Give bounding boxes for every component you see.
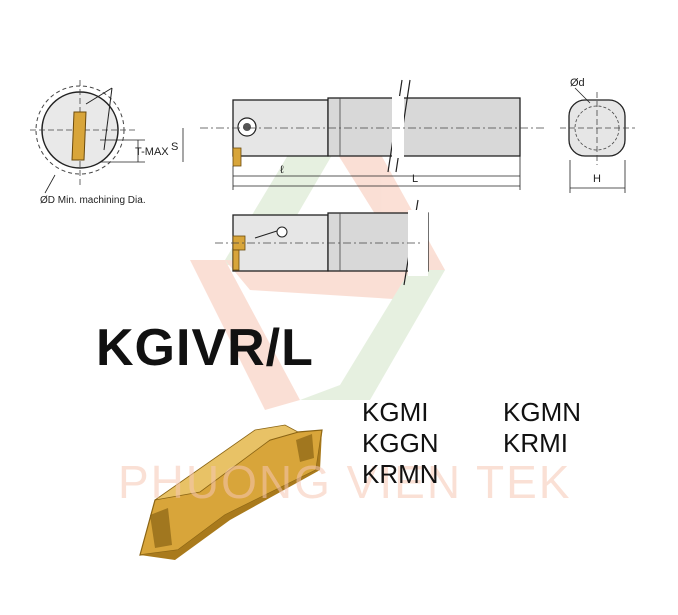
side-view-top [182, 79, 545, 190]
s-label: S [171, 141, 178, 153]
insert-code-kgmi: KGMI [362, 397, 429, 427]
watermark-text: PHUONG VIEN TEK [118, 456, 572, 508]
insert-code-kgmn: KGMN [503, 397, 581, 427]
insert-code-krmn: KRMN [362, 459, 439, 489]
l-large-label: L [412, 173, 418, 185]
product-title: KGIVR/L [96, 319, 314, 377]
insert-code-krmi: KRMI [503, 428, 568, 458]
end-view-left [30, 80, 145, 194]
end-view-right [560, 87, 635, 193]
min-dia-label: ØD Min. machining Dia. [40, 195, 146, 206]
h-label: H [593, 173, 601, 185]
side-view-bottom [215, 199, 429, 286]
t-max-label: T-MAX [135, 146, 169, 158]
l-small-label: ℓ [280, 164, 284, 176]
insert-illustration [139, 424, 323, 560]
insert-code-kggn: KGGN [362, 428, 439, 458]
d-small-label: Ød [570, 77, 585, 89]
